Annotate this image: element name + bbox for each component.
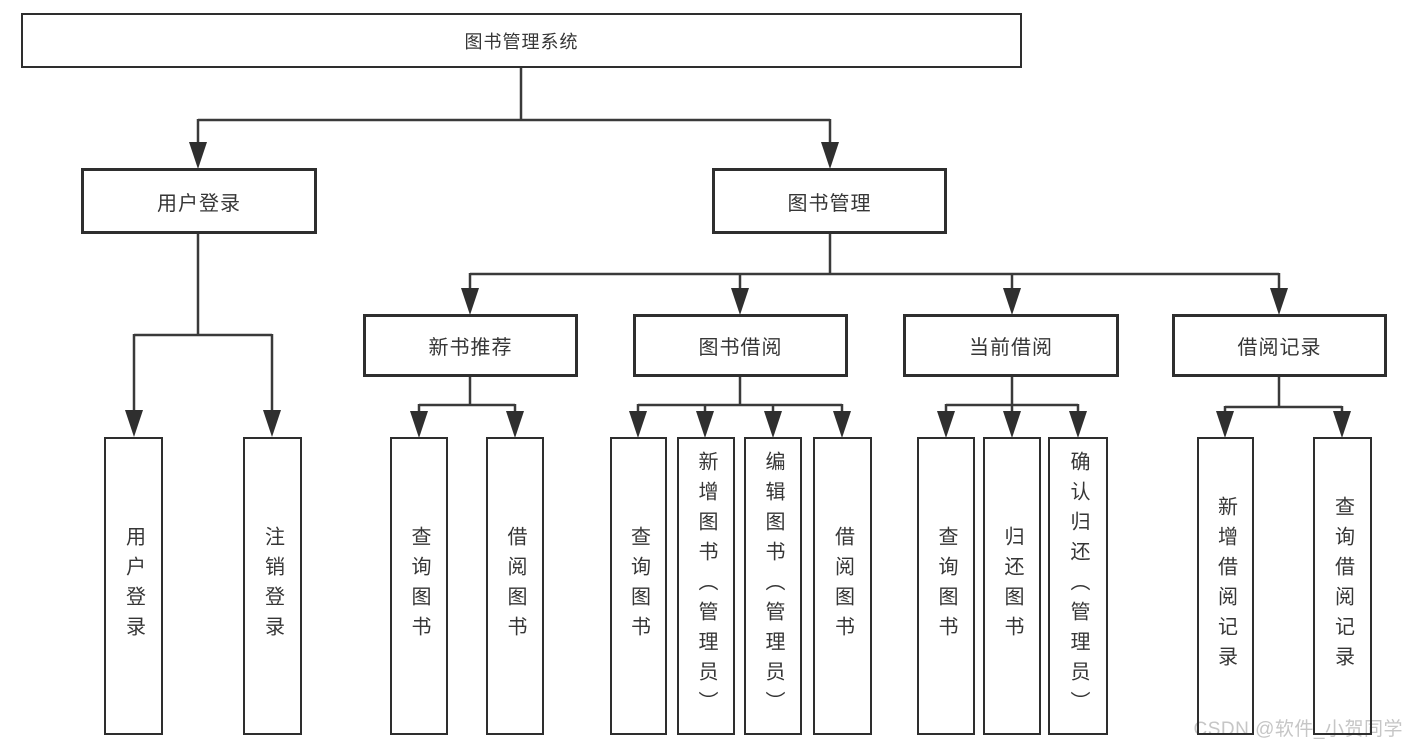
node-book-management: 图书管理	[712, 168, 947, 234]
leaf-return-books: 归还图书	[983, 437, 1041, 735]
node-label: 借阅记录	[1237, 337, 1322, 359]
node-book-borrowing: 图书借阅	[633, 314, 848, 377]
leaf-logout: 注销登录	[243, 437, 302, 735]
node-label: 查询图书	[627, 526, 650, 646]
leaf-confirm-return-admin: 确认归还（管理员）	[1048, 437, 1108, 735]
node-label: 新书推荐	[428, 337, 513, 359]
leaf-query-borrow-record: 查询借阅记录	[1313, 437, 1372, 735]
node-label: 当前借阅	[969, 337, 1053, 359]
leaf-query-books: 查询图书	[917, 437, 975, 735]
node-label: 查询借阅记录	[1331, 496, 1354, 676]
node-label: 编辑图书（管理员）	[762, 451, 784, 721]
node-label: 用户登录	[157, 192, 241, 215]
node-label: 新增借阅记录	[1214, 496, 1237, 676]
leaf-borrow-books: 借阅图书	[813, 437, 872, 735]
leaf-query-books: 查询图书	[610, 437, 667, 735]
leaf-borrow-books: 借阅图书	[486, 437, 544, 735]
node-label: 查询图书	[408, 526, 430, 646]
tree-edges	[132, 68, 1344, 434]
node-label: 归还图书	[1001, 526, 1023, 646]
node-label: 借阅图书	[504, 526, 526, 646]
node-label: 图书借阅	[698, 337, 783, 359]
node-label: 图书管理	[787, 192, 872, 215]
node-new-book-recommendation: 新书推荐	[363, 314, 578, 377]
node-label: 查询图书	[935, 526, 957, 646]
leaf-user-login: 用户登录	[104, 437, 163, 735]
node-label: 借阅图书	[831, 526, 854, 646]
leaf-add-borrow-record: 新增借阅记录	[1197, 437, 1254, 735]
node-library-management-system: 图书管理系统	[21, 13, 1022, 68]
node-label: 注销登录	[261, 526, 284, 646]
leaf-add-books-admin: 新增图书（管理员）	[677, 437, 735, 735]
node-user-login: 用户登录	[81, 168, 317, 234]
arrowheads	[125, 142, 1351, 438]
node-label: 确认归还（管理员）	[1067, 451, 1089, 721]
node-current-borrowing: 当前借阅	[903, 314, 1119, 377]
leaf-query-books: 查询图书	[390, 437, 448, 735]
node-label: 新增图书（管理员）	[695, 451, 717, 721]
node-borrowing-records: 借阅记录	[1172, 314, 1387, 377]
node-label: 图书管理系统	[464, 31, 579, 52]
leaf-edit-books-admin: 编辑图书（管理员）	[744, 437, 802, 735]
node-label: 用户登录	[122, 526, 145, 646]
